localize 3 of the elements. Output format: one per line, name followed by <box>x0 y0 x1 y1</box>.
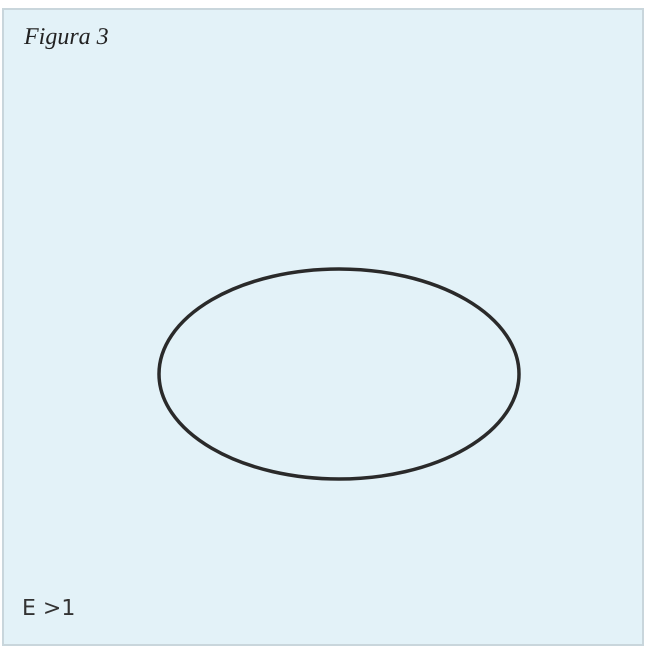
condition-label: E >1 <box>22 596 76 621</box>
figure-title: Figura 3 <box>24 24 109 51</box>
ellipse-outline <box>157 267 521 481</box>
